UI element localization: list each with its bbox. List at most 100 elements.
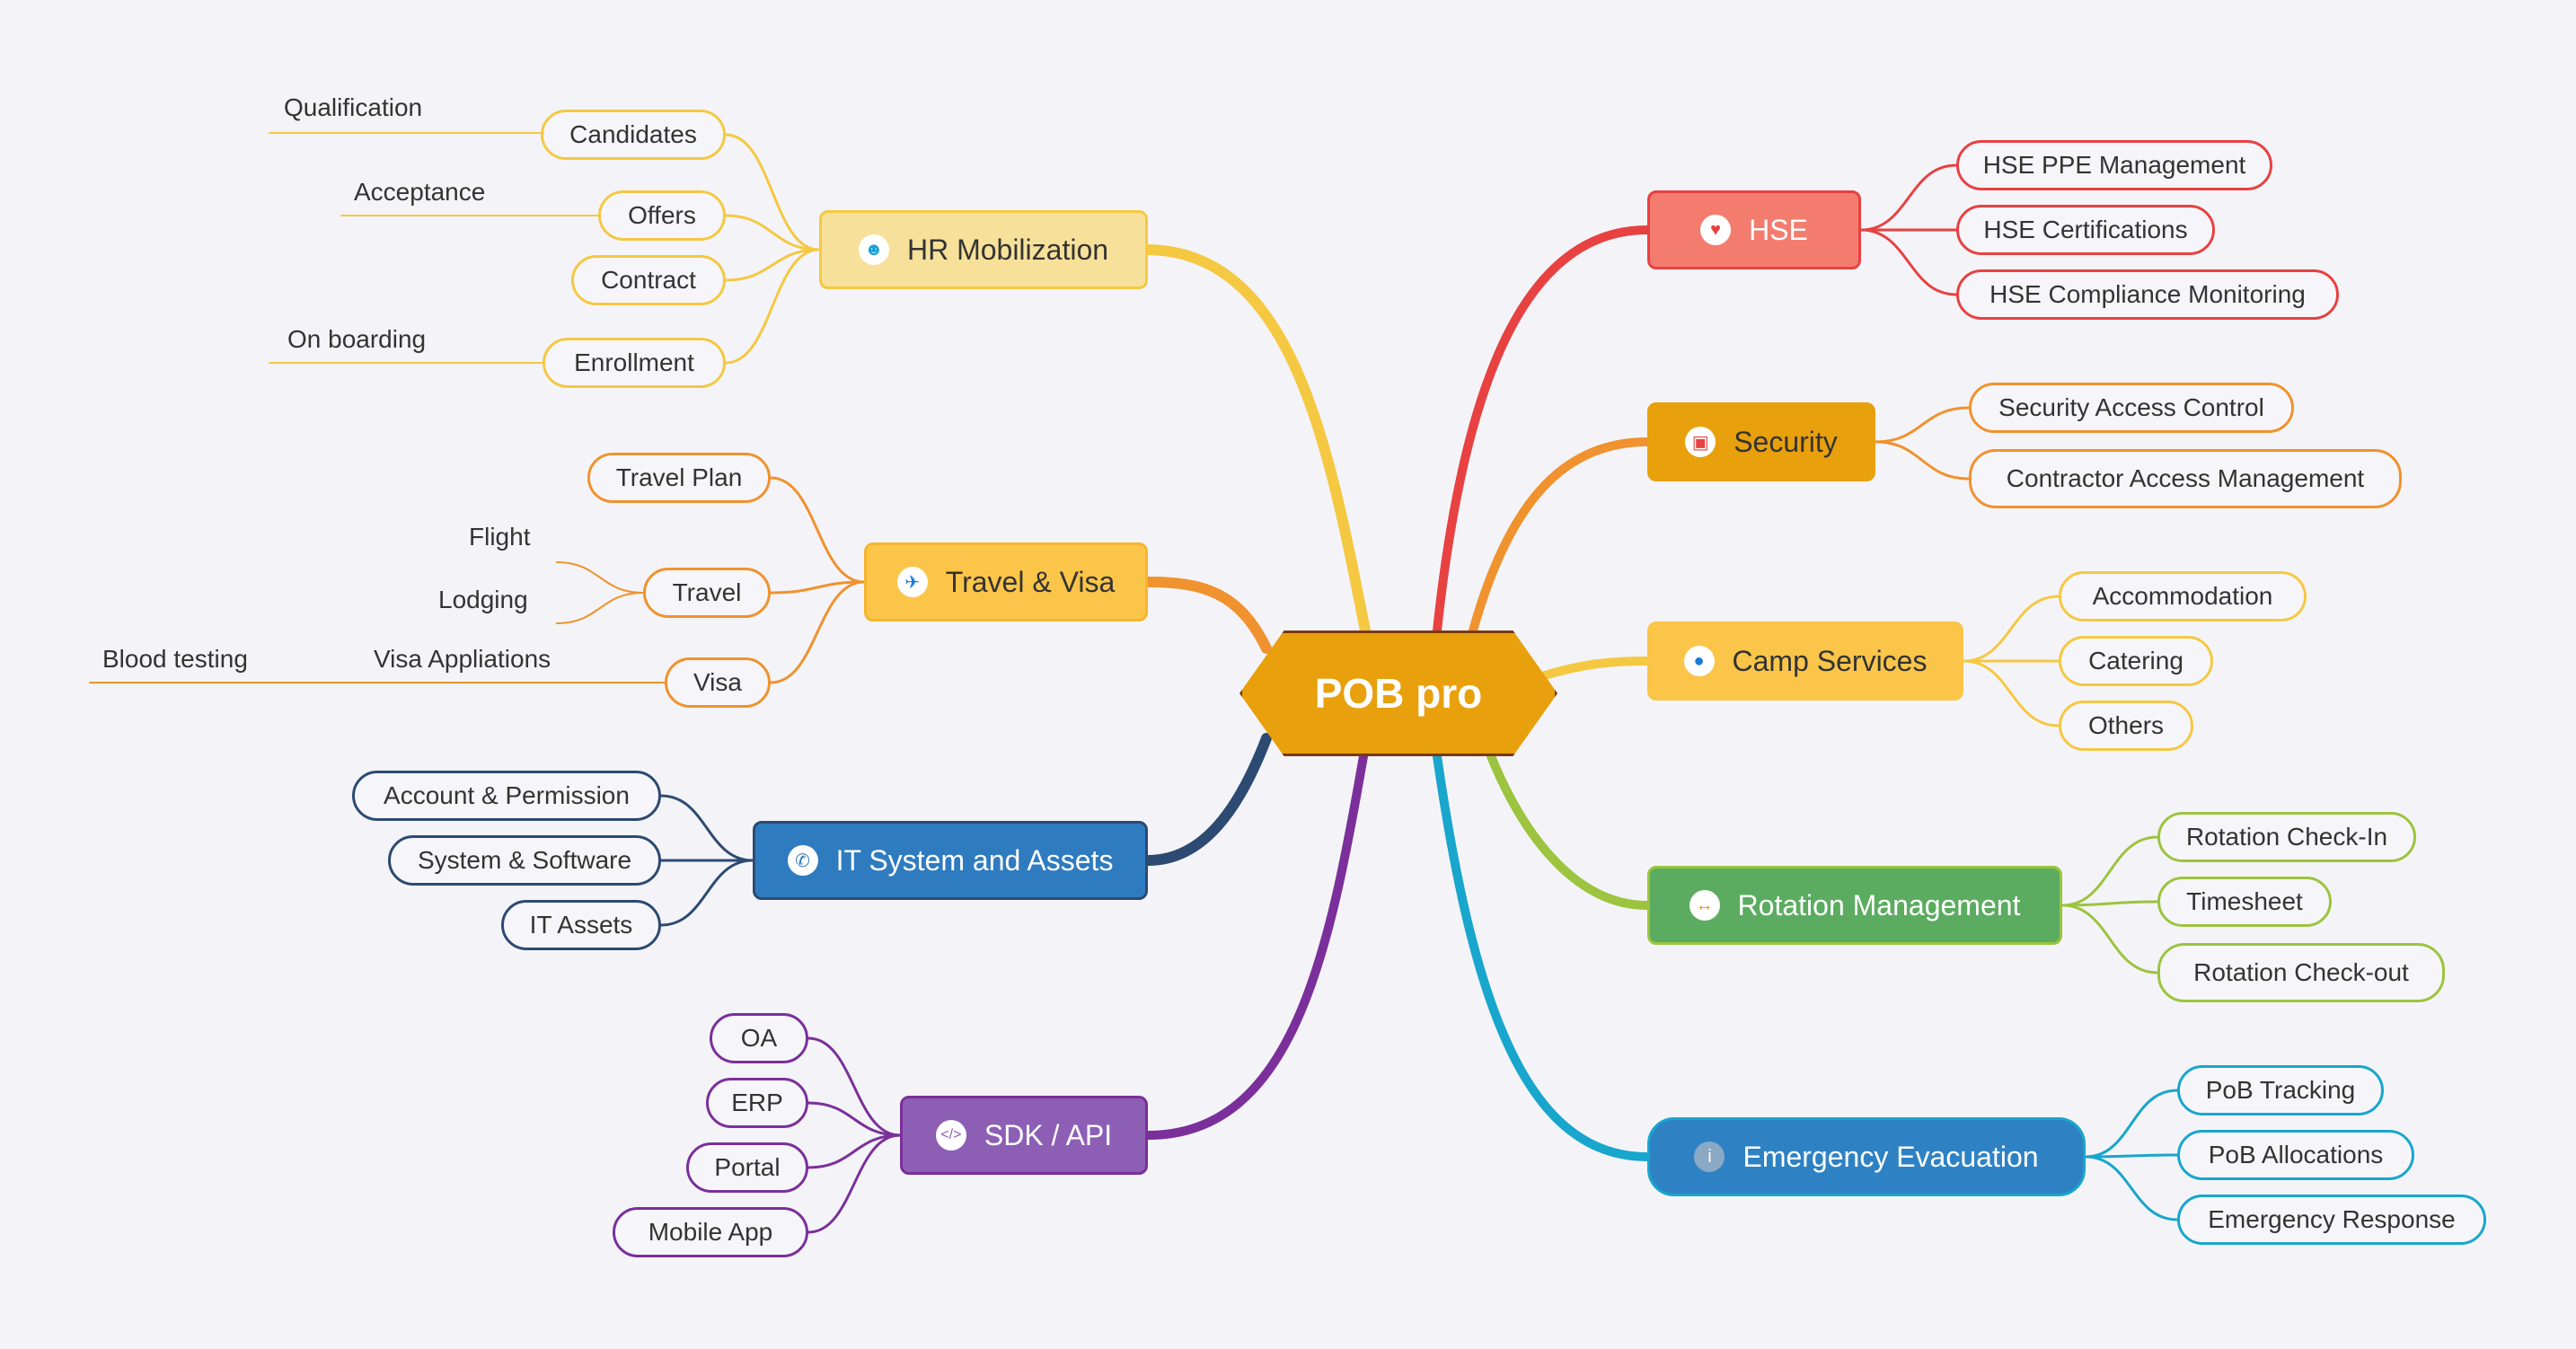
edge-travel-plan — [769, 476, 866, 584]
edge-it-assets — [659, 859, 754, 927]
branch-security[interactable]: ▣ Security — [1647, 402, 1875, 481]
leaf-candidates[interactable]: Candidates — [541, 110, 726, 160]
leaf-accommodation[interactable]: Accommodation — [2059, 571, 2307, 622]
leaf-contract[interactable]: Contract — [571, 255, 726, 305]
leaf-oa[interactable]: OA — [710, 1013, 808, 1063]
leaf-it-assets[interactable]: IT Assets — [501, 900, 661, 950]
edge-emergency-tracking — [2084, 1089, 2179, 1159]
edge-rotation-checkin — [2060, 835, 2159, 907]
code-icon: </> — [935, 1120, 966, 1151]
location-pin-icon: ● — [1683, 646, 1715, 676]
trunk-sdk — [1143, 752, 1368, 1140]
center-node[interactable]: POB pro — [1239, 630, 1557, 756]
note-acceptance[interactable]: Acceptance — [354, 178, 486, 206]
leaf-others[interactable]: Others — [2059, 701, 2193, 751]
phone-icon: ✆ — [787, 845, 818, 876]
leaf-security-access-control[interactable]: Security Access Control — [1969, 383, 2294, 433]
edge-rotation-checkout — [2060, 904, 2159, 974]
note-lodging[interactable]: Lodging — [438, 586, 528, 613]
edge-hr-enrollment — [724, 248, 821, 365]
note-visa-appliations[interactable]: Visa Appliations — [374, 645, 551, 673]
leaf-pob-allocations[interactable]: PoB Allocations — [2177, 1130, 2414, 1180]
branch-label: Emergency Evacuation — [1742, 1140, 2039, 1173]
edge-sdk-erp — [807, 1101, 902, 1137]
edge-emergency-allocations — [2084, 1153, 2179, 1159]
edge-sdk-mobile — [807, 1133, 902, 1234]
edge-hse-ppe — [1859, 163, 1958, 232]
edge-hse-compliance — [1859, 228, 1958, 296]
edge-note-flight — [556, 561, 644, 594]
edge-it-account — [659, 794, 754, 862]
note-on-boarding[interactable]: On boarding — [287, 325, 427, 353]
edge-sdk-portal — [807, 1133, 902, 1169]
edge-note-lodging — [556, 592, 644, 624]
leaf-hse-compliance-monitoring[interactable]: HSE Compliance Monitoring — [1956, 269, 2339, 320]
leaf-system-software[interactable]: System & Software — [388, 835, 661, 886]
branch-sdk-api[interactable]: </> SDK / API — [900, 1096, 1148, 1175]
trunk-it — [1142, 733, 1272, 866]
leaf-timesheet[interactable]: Timesheet — [2157, 877, 2332, 927]
branch-hse[interactable]: ♥ HSE — [1647, 190, 1861, 269]
edge-security-access — [1874, 406, 1971, 444]
edge-travel-travel — [769, 580, 866, 595]
broken-heart-icon: ♥ — [1700, 215, 1732, 245]
leaf-enrollment[interactable]: Enrollment — [543, 338, 726, 388]
trunk-hse — [1433, 225, 1652, 635]
lock-icon: ▣ — [1685, 427, 1716, 457]
branch-rotation-management[interactable]: ↔ Rotation Management — [1647, 866, 2062, 945]
leaf-portal[interactable]: Portal — [686, 1142, 808, 1193]
note-qualification[interactable]: Qualification — [284, 93, 423, 121]
leaf-account-permission[interactable]: Account & Permission — [352, 771, 661, 821]
leaf-rotation-check-out[interactable]: Rotation Check-out — [2157, 943, 2445, 1002]
edge-travel-visa — [769, 580, 866, 684]
leaf-mobile-app[interactable]: Mobile App — [613, 1207, 808, 1257]
trunk-hr — [1142, 244, 1371, 636]
trunk-emergency — [1433, 752, 1652, 1161]
leaf-hse-ppe-management[interactable]: HSE PPE Management — [1956, 140, 2272, 190]
info-icon: i — [1694, 1142, 1725, 1172]
leaf-travel-plan[interactable]: Travel Plan — [587, 453, 771, 503]
branch-camp-services[interactable]: ● Camp Services — [1647, 622, 1963, 701]
trunk-travel — [1142, 577, 1272, 654]
edge-security-contractor — [1874, 440, 1971, 481]
branch-label: HSE — [1749, 213, 1808, 246]
branch-label: SDK / API — [984, 1118, 1113, 1151]
branch-label: IT System and Assets — [835, 843, 1114, 877]
trunk-camp — [1540, 657, 1652, 680]
branch-label: Rotation Management — [1737, 888, 2021, 921]
leaf-emergency-response[interactable]: Emergency Response — [2177, 1195, 2486, 1245]
branch-emergency-evacuation[interactable]: i Emergency Evacuation — [1647, 1117, 2086, 1196]
branch-it-system-assets[interactable]: ✆ IT System and Assets — [753, 821, 1148, 900]
edge-rotation-timesheet — [2060, 900, 2159, 907]
edge-camp-accommodation — [1962, 595, 2060, 663]
branch-travel-visa[interactable]: ✈ Travel & Visa — [864, 542, 1148, 622]
trunk-rotation — [1486, 752, 1652, 910]
leaf-visa[interactable]: Visa — [665, 657, 771, 708]
branch-label: Camp Services — [1732, 644, 1928, 677]
leaf-offers[interactable]: Offers — [598, 190, 726, 241]
edge-hr-candidates — [724, 133, 821, 251]
note-flight[interactable]: Flight — [469, 523, 531, 551]
edge-hr-offers — [724, 214, 821, 251]
airplane-icon: ✈ — [896, 567, 928, 597]
edge-camp-others — [1962, 659, 2060, 727]
swap-arrows-icon: ↔ — [1689, 890, 1720, 921]
leaf-catering[interactable]: Catering — [2059, 636, 2213, 686]
branch-hr-mobilization[interactable]: ☻ HR Mobilization — [819, 210, 1148, 289]
edge-sdk-oa — [807, 1036, 902, 1137]
branch-label: Travel & Visa — [945, 565, 1116, 598]
leaf-rotation-check-in[interactable]: Rotation Check-In — [2157, 812, 2416, 862]
leaf-hse-certifications[interactable]: HSE Certifications — [1956, 205, 2215, 255]
leaf-travel[interactable]: Travel — [643, 568, 771, 618]
leaf-pob-tracking[interactable]: PoB Tracking — [2177, 1065, 2384, 1115]
branch-label: HR Mobilization — [906, 233, 1109, 266]
leaf-contractor-access-management[interactable]: Contractor Access Management — [1969, 449, 2402, 508]
person-icon: ☻ — [858, 234, 889, 265]
branch-label: Security — [1734, 425, 1838, 458]
note-blood-testing[interactable]: Blood testing — [102, 645, 248, 673]
trunk-security — [1469, 437, 1652, 635]
edge-emergency-response — [2084, 1155, 2179, 1221]
leaf-erp[interactable]: ERP — [706, 1078, 808, 1128]
